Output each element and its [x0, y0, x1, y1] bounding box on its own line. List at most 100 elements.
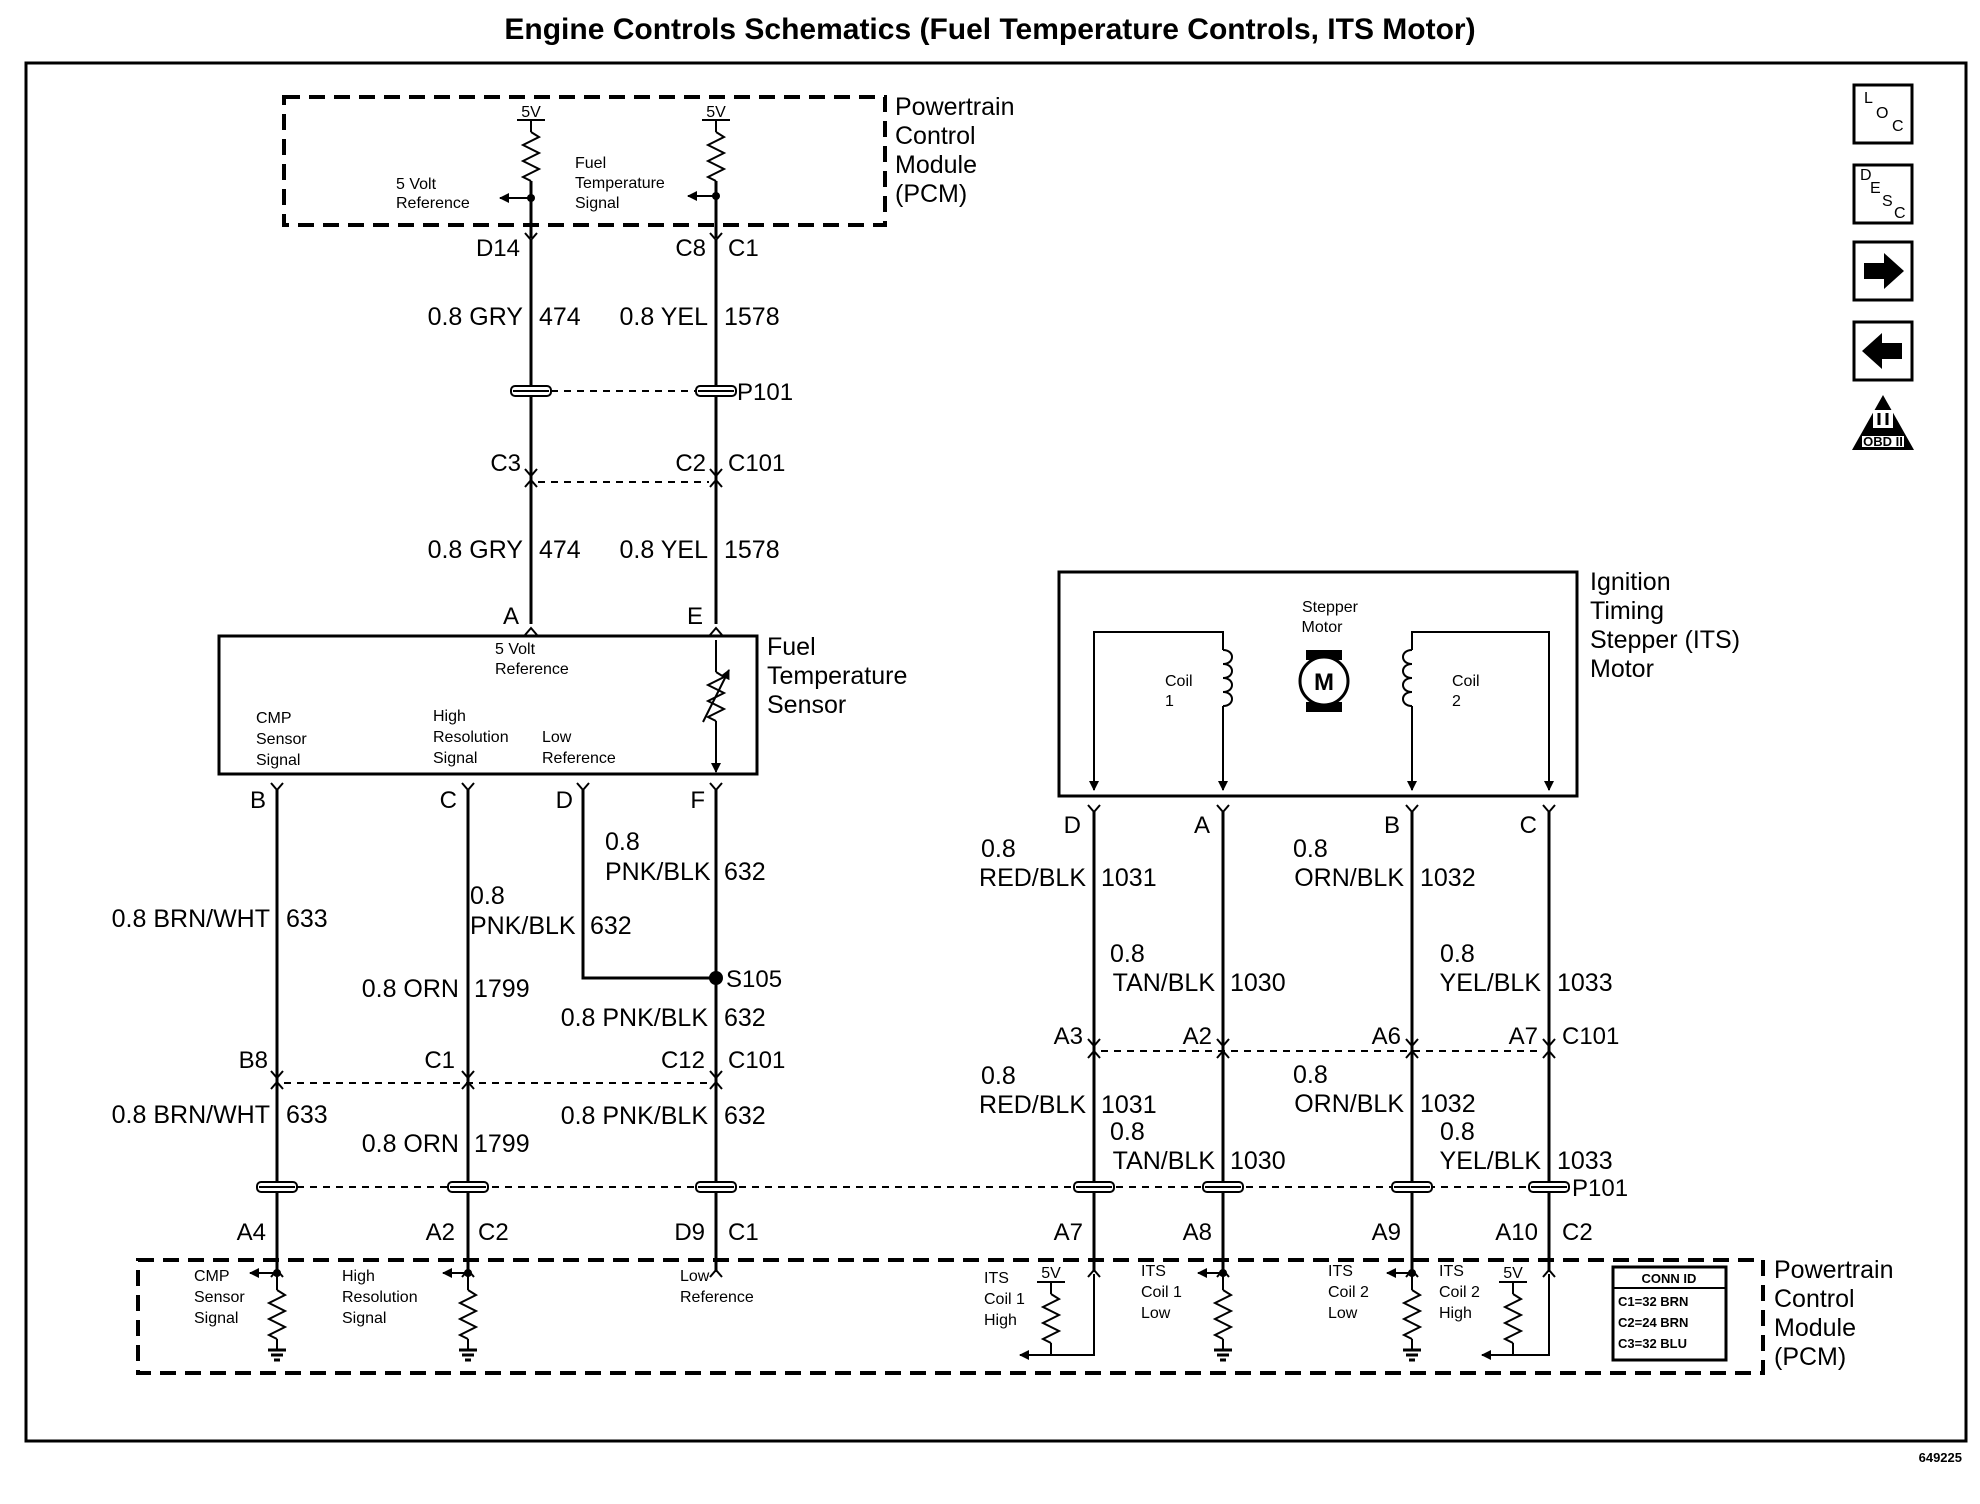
pcmb-its-c2l-label: Coil 2	[1328, 1284, 1369, 1301]
pin-its-c: C	[1520, 812, 1537, 839]
wire-632-color: 0.8 PNK/BLK	[561, 1102, 709, 1130]
wire-632-size: 0.8	[470, 882, 505, 910]
pcmb-its-c1l-label: Low	[1141, 1305, 1171, 1322]
pin-c12: C12	[661, 1047, 705, 1074]
pcmb-high-res-label: High	[342, 1268, 375, 1285]
wire-1031-color: RED/BLK	[979, 1091, 1086, 1119]
pcm-bottom-label-line: Control	[1774, 1285, 1855, 1313]
wire-1032-size: 0.8	[1293, 1061, 1328, 1089]
pcm-top-label-line: Module	[895, 151, 977, 179]
obd-ii-icon[interactable]: OBD II	[1852, 395, 1914, 450]
pcm-its-coil1-low-input	[1197, 1268, 1234, 1362]
obd-ii-label: OBD II	[1863, 434, 1903, 449]
wire-1031-circuit: 1031	[1101, 1091, 1157, 1119]
pcm-top-label-line: Control	[895, 122, 976, 150]
pin-a6: A6	[1372, 1023, 1401, 1050]
wire-632-circuit: 632	[590, 912, 632, 940]
pcm-bottom-label-line: (PCM)	[1774, 1343, 1846, 1371]
fts-cmp-label: CMP	[256, 710, 292, 727]
location-icon-letter: C	[1892, 118, 1904, 135]
previous-arrow-icon[interactable]	[1852, 320, 1914, 382]
stepper-motor-label: Stepper	[1302, 599, 1359, 616]
wire-1033-size: 0.8	[1440, 940, 1475, 968]
pin-c3: C3	[490, 450, 521, 477]
connector-c2-right: C2	[1562, 1219, 1593, 1246]
pcmb-its-c1h-label: Coil 1	[984, 1291, 1025, 1308]
wire-633-color: 0.8 BRN/WHT	[112, 905, 270, 933]
pcmb-its-c1l-label: Coil 1	[1141, 1284, 1182, 1301]
wire-632-color: PNK/BLK	[470, 912, 576, 940]
wire-1031-circuit: 1031	[1101, 864, 1157, 892]
pin-b: B	[250, 787, 266, 814]
document-number: 649225	[1919, 1450, 1962, 1465]
fts-low-ref-label: Low	[542, 729, 572, 746]
fts-high-res-label: Resolution	[433, 729, 509, 746]
pin-c2: C2	[675, 450, 706, 477]
pcm-top-label-line: Powertrain	[895, 93, 1015, 121]
wire-1033-circuit: 1033	[1557, 1147, 1613, 1175]
connector-c101-its: C101	[1562, 1023, 1619, 1050]
wire-633-color: 0.8 BRN/WHT	[112, 1101, 270, 1129]
pcmb-high-res-label: Signal	[342, 1310, 386, 1327]
connector-c1-top: C1	[728, 235, 759, 262]
conn-id-row: C2=24 BRN	[1618, 1315, 1688, 1330]
pcm-its-coil1-high-driver: 5V	[1019, 1265, 1095, 1360]
description-icon[interactable]: D E S C	[1852, 163, 1914, 225]
pin-f: F	[690, 787, 705, 814]
pcm-top-label-line: (PCM)	[895, 180, 967, 208]
coil-1	[1089, 631, 1233, 791]
its-label-line: Motor	[1590, 655, 1654, 683]
pin-a4: A4	[237, 1219, 266, 1246]
location-icon[interactable]: L O C	[1852, 83, 1914, 145]
description-icon-letter: E	[1870, 180, 1881, 197]
pcmb-its-c2h-label: Coil 2	[1439, 1284, 1480, 1301]
wire-1578-circuit: 1578	[724, 303, 780, 331]
pcm-high-res-input	[442, 1268, 479, 1362]
splice-s105	[709, 971, 723, 985]
its-label-line: Ignition	[1590, 568, 1671, 596]
pcmb-cmp-label: CMP	[194, 1268, 230, 1285]
its-label-line: Timing	[1590, 597, 1664, 625]
conn-id-header: CONN ID	[1642, 1271, 1697, 1286]
fts-high-res-label: High	[433, 708, 466, 725]
supply-5v-label: 5V	[521, 104, 541, 121]
wire-1032-size: 0.8	[1293, 835, 1328, 863]
wire-633-circuit: 633	[286, 1101, 328, 1129]
connector-p101-upper: P101	[737, 379, 793, 406]
wire-1030-size: 0.8	[1110, 940, 1145, 968]
connector-c101-upper: C101	[728, 450, 785, 477]
its-motor-box	[1057, 570, 1579, 798]
wire-1799-color: 0.8 ORN	[362, 1130, 459, 1158]
pcmb-its-c1h-label: ITS	[984, 1270, 1009, 1287]
pcmb-its-c2h-label: ITS	[1439, 1263, 1464, 1280]
wire-474-color: 0.8 GRY	[428, 536, 524, 564]
pcmb-its-c2h-label: High	[1439, 1305, 1472, 1322]
description-icon-letter: C	[1894, 205, 1906, 222]
wire-632-color: PNK/BLK	[605, 858, 711, 886]
fts-cmp-label: Signal	[256, 752, 300, 769]
wire-1032-color: ORN/BLK	[1294, 1090, 1404, 1118]
pin-c8: C8	[675, 235, 706, 262]
pcm-top-5v-supply: 5V	[499, 104, 545, 238]
location-icon-letter: O	[1876, 105, 1888, 122]
wire-1030-color: TAN/BLK	[1113, 1147, 1216, 1175]
connector-p101-lower: P101	[1572, 1175, 1628, 1202]
pin-a8: A8	[1183, 1219, 1212, 1246]
pcm-top-fuel-signal-label: Temperature	[575, 175, 665, 192]
fts-5v-ref-label: Reference	[495, 661, 569, 678]
wire-1578-color: 0.8 YEL	[619, 303, 708, 331]
pin-a2: A2	[426, 1219, 455, 1246]
conn-id-table: CONN ID C1=32 BRN C2=24 BRN C3=32 BLU	[1611, 1265, 1728, 1362]
pcmb-cmp-label: Signal	[194, 1310, 238, 1327]
connector-c101-lower: C101	[728, 1047, 785, 1074]
pcm-top-box	[282, 95, 887, 227]
supply-5v-label: 5V	[1503, 1265, 1523, 1282]
wire-632-color: 0.8 PNK/BLK	[561, 1004, 709, 1032]
description-icon-letter: S	[1882, 193, 1893, 210]
wire-632-size: 0.8	[605, 828, 640, 856]
pcmb-low-ref-label: Low	[680, 1268, 710, 1285]
pcmb-its-c2l-label: ITS	[1328, 1263, 1353, 1280]
next-arrow-icon[interactable]	[1852, 240, 1914, 302]
pcm-top-5v-ref-label: 5 Volt	[396, 176, 437, 193]
